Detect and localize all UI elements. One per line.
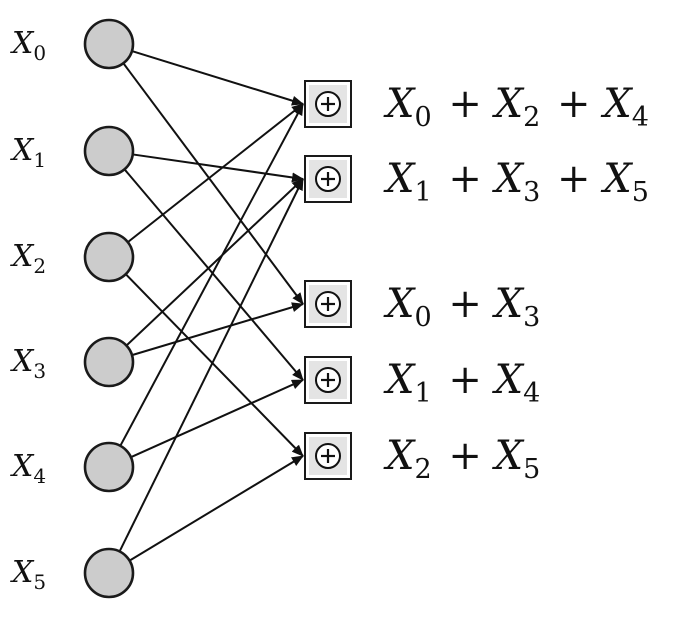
variable-subscript: 4 xyxy=(33,464,46,488)
variable-letter: X xyxy=(383,81,416,127)
adder-box-1 xyxy=(304,155,352,203)
input-node-circle-icon xyxy=(83,18,135,70)
variable-letter: X xyxy=(10,555,35,590)
edge-x0-to-adder-2 xyxy=(122,62,304,305)
edge-x3-to-adder-1 xyxy=(125,178,304,347)
variable-subscript: 1 xyxy=(414,177,431,208)
plus-operator: + xyxy=(544,81,603,127)
variable-subscript: 3 xyxy=(523,177,540,208)
input-label-x0: X0 xyxy=(10,26,46,65)
edge-x0-to-adder-0 xyxy=(131,50,304,106)
variable-subscript: 0 xyxy=(414,102,431,133)
plus-operator: + xyxy=(436,433,495,479)
output-label-4: X2 + X5 xyxy=(383,433,544,485)
adder-box-0 xyxy=(304,80,352,128)
variable-subscript: 2 xyxy=(523,102,540,133)
plus-operator: + xyxy=(436,156,495,202)
variable-subscript: 5 xyxy=(632,177,649,208)
variable-letter: X xyxy=(600,81,633,127)
adder-box-3 xyxy=(304,356,352,404)
input-node-circle-icon xyxy=(83,125,135,177)
output-label-2: X0 + X3 xyxy=(383,281,544,333)
variable-subscript: 4 xyxy=(523,378,540,409)
variable-subscript: 0 xyxy=(414,302,431,333)
variable-subscript: 5 xyxy=(523,454,540,485)
variable-subscript: 2 xyxy=(414,454,431,485)
edge-x2-to-adder-4 xyxy=(125,273,304,457)
edge-x1-to-adder-3 xyxy=(123,168,304,381)
input-label-x3: X3 xyxy=(10,344,46,383)
edge-x1-to-adder-1 xyxy=(132,153,304,183)
variable-subscript: 5 xyxy=(33,570,46,594)
output-label-3: X1 + X4 xyxy=(383,357,544,409)
edge-layer xyxy=(118,50,304,562)
variable-letter: X xyxy=(10,26,35,61)
adder-layer xyxy=(304,80,352,480)
variable-letter: X xyxy=(383,281,416,327)
variable-subscript: 3 xyxy=(33,359,46,383)
variable-letter: X xyxy=(383,156,416,202)
adder-box-4 xyxy=(304,432,352,480)
variable-letter: X xyxy=(10,344,35,379)
input-node-circle-icon xyxy=(83,336,135,388)
input-node-circle-icon xyxy=(83,441,135,493)
input-node-circle-icon xyxy=(83,231,135,283)
input-label-x1: X1 xyxy=(10,133,46,172)
input-label-x5: X5 xyxy=(10,555,46,594)
edge-x5-to-adder-1 xyxy=(118,178,304,552)
edge-x5-to-adder-4 xyxy=(129,455,304,562)
variable-letter: X xyxy=(10,239,35,274)
variable-letter: X xyxy=(10,133,35,168)
variable-letter: X xyxy=(492,357,525,403)
variable-subscript: 3 xyxy=(523,302,540,333)
variable-letter: X xyxy=(492,81,525,127)
variable-letter: X xyxy=(492,156,525,202)
variable-letter: X xyxy=(600,156,633,202)
variable-subscript: 2 xyxy=(33,254,46,278)
input-label-x4: X4 xyxy=(10,449,46,488)
input-node-layer xyxy=(83,18,135,599)
variable-letter: X xyxy=(383,433,416,479)
input-label-x2: X2 xyxy=(10,239,46,278)
variable-letter: X xyxy=(10,449,35,484)
output-label-0: X0 + X2 + X4 xyxy=(383,81,653,133)
variable-letter: X xyxy=(492,281,525,327)
variable-subscript: 1 xyxy=(33,148,46,172)
plus-operator: + xyxy=(436,281,495,327)
plus-operator: + xyxy=(436,357,495,403)
variable-subscript: 0 xyxy=(33,41,46,65)
edge-x4-to-adder-3 xyxy=(130,379,304,459)
plus-operator: + xyxy=(436,81,495,127)
adder-box-2 xyxy=(304,280,352,328)
variable-subscript: 4 xyxy=(632,102,649,133)
plus-operator: + xyxy=(544,156,603,202)
edge-x2-to-adder-0 xyxy=(127,103,304,243)
edge-x4-to-adder-0 xyxy=(119,103,304,447)
output-label-1: X1 + X3 + X5 xyxy=(383,156,653,208)
variable-subscript: 1 xyxy=(414,378,431,409)
variable-letter: X xyxy=(492,433,525,479)
variable-letter: X xyxy=(383,357,416,403)
edge-x3-to-adder-2 xyxy=(131,302,304,357)
input-node-circle-icon xyxy=(83,547,135,599)
